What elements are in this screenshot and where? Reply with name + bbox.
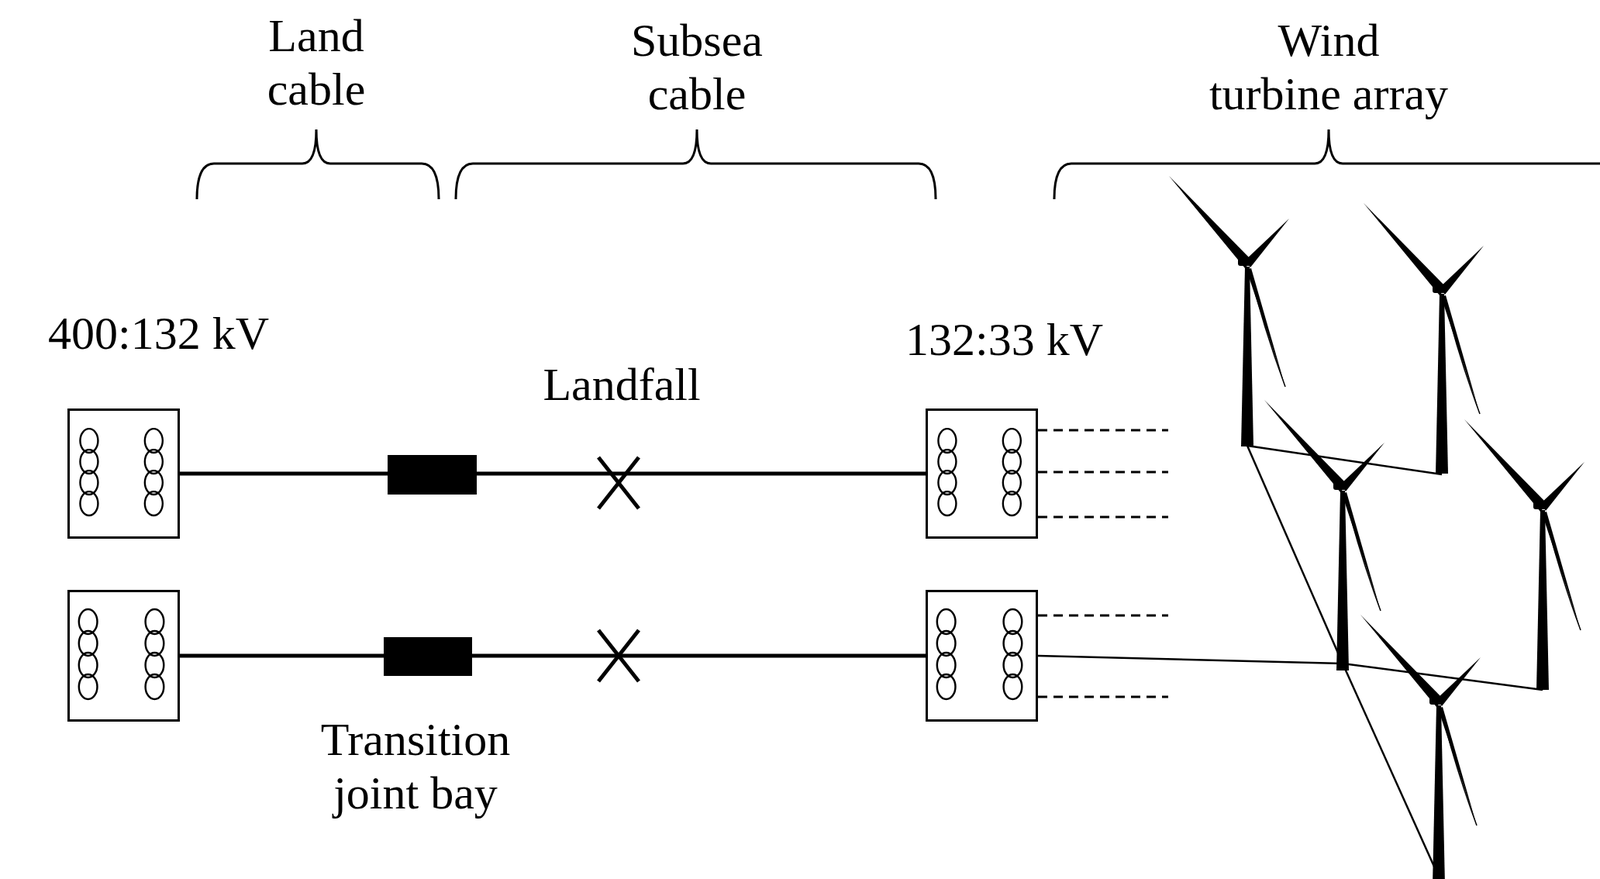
array-cable bbox=[1342, 663, 1442, 879]
voltage-label: 400:132 kV bbox=[48, 306, 269, 361]
feeder-dashed bbox=[1037, 614, 1169, 618]
feeder-dashed bbox=[1037, 429, 1169, 432]
transformer-coils bbox=[69, 410, 178, 537]
feeder-dashed bbox=[1037, 516, 1169, 519]
array-bracket bbox=[1054, 129, 1600, 200]
land-bracket bbox=[196, 129, 439, 200]
transformer-coils bbox=[79, 609, 164, 700]
landfall-mark bbox=[598, 630, 639, 682]
diagram-label: Land cable bbox=[238, 9, 394, 117]
landfall-mark bbox=[598, 457, 639, 509]
export-cable bbox=[179, 654, 926, 659]
diagram-label: Subsea cable bbox=[607, 13, 787, 121]
landfall-mark bbox=[598, 457, 639, 509]
transformer-box bbox=[68, 591, 180, 721]
feeder-dashed bbox=[1037, 471, 1169, 474]
wind-turbine bbox=[1360, 614, 1481, 879]
subsea-bracket bbox=[455, 129, 936, 200]
array-cable bbox=[1037, 655, 1343, 664]
joint-bay bbox=[383, 637, 473, 676]
array-cable bbox=[1247, 445, 1442, 475]
feeder-dashed bbox=[1037, 696, 1169, 699]
diagram-label: Transition joint bay bbox=[299, 713, 532, 821]
voltage-label: 132:33 kV bbox=[905, 313, 1104, 367]
transformer-coils bbox=[79, 428, 163, 516]
wind-turbine bbox=[1264, 400, 1385, 671]
diagram-label: Wind turbine array bbox=[1207, 13, 1450, 121]
wind-turbine bbox=[1363, 203, 1484, 474]
transformer-box: 400:132 kV bbox=[67, 408, 180, 539]
wind-turbine bbox=[1168, 175, 1290, 447]
transformer-box bbox=[927, 591, 1038, 721]
array-cable bbox=[1247, 445, 1343, 664]
wind-turbine bbox=[1464, 419, 1585, 690]
transformer-box: 132:33 kV bbox=[925, 408, 1038, 539]
transformer-coils bbox=[937, 609, 1022, 700]
landfall-mark bbox=[598, 630, 639, 682]
diagram-label: Landfall bbox=[542, 358, 700, 412]
transformer-coils bbox=[937, 428, 1021, 516]
export-cable bbox=[179, 472, 926, 476]
transformer-coils bbox=[927, 410, 1036, 537]
array-cable bbox=[1342, 663, 1543, 690]
